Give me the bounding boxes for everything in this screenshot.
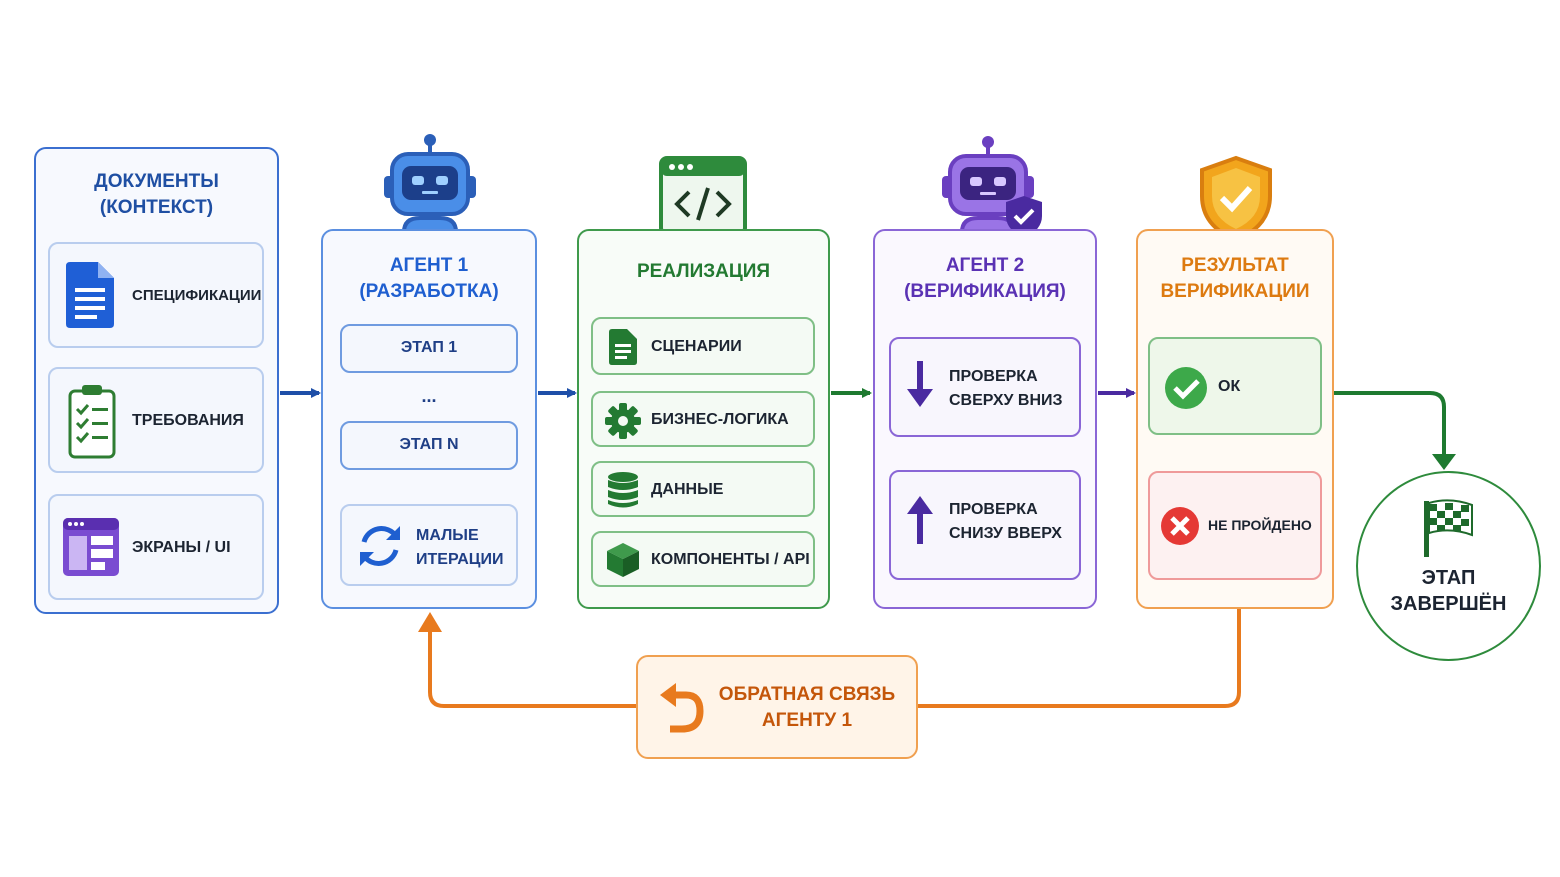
- arrow-ok-to-done: [1334, 391, 1446, 460]
- robot-shield-icon: [942, 136, 1042, 238]
- impl-item-data[interactable]: Данные: [591, 461, 815, 517]
- result-fail-label: Не пройдено: [1208, 517, 1312, 533]
- arrow-fail-to-feedback: [918, 608, 1241, 708]
- impl-item-components[interactable]: Компоненты / API: [591, 531, 815, 587]
- agent1-iterations[interactable]: Малые итерации: [340, 504, 518, 586]
- checkered-flag-icon: [1424, 499, 1473, 557]
- docs-title: Документы (контекст): [94, 171, 219, 218]
- agent2-title: Агент 2 (верификация): [904, 255, 1066, 302]
- agent2-check-bottom-up[interactable]: Проверка снизу вверх: [889, 470, 1081, 580]
- cube-icon: [607, 543, 639, 577]
- agent2-check-top-down-label: Проверка сверху вниз: [949, 368, 1063, 409]
- result-ok-label: ОК: [1218, 378, 1241, 395]
- docs-item-screens[interactable]: Экраны / UI: [48, 494, 264, 600]
- ui-window-icon: [63, 518, 119, 576]
- arrow-feedback-to-agent1: [428, 624, 636, 708]
- docs-item-requirements-label: Требования: [132, 412, 244, 429]
- result-ok[interactable]: ОК: [1148, 337, 1322, 435]
- robot-icon: [384, 134, 476, 234]
- impl-item-scenarios-label: Сценарии: [651, 338, 742, 355]
- clipboard-checklist-icon: [68, 385, 116, 459]
- agent1-stage-last-label: Этап N: [399, 436, 459, 453]
- agent2-check-top-down[interactable]: Проверка сверху вниз: [889, 337, 1081, 437]
- agent1-stage-last[interactable]: Этап N: [340, 421, 518, 470]
- document-icon: [66, 262, 114, 328]
- agent2-check-bottom-up-label: Проверка снизу вверх: [949, 501, 1062, 542]
- implementation-title: Реализация: [636, 261, 771, 282]
- undo-arrow-icon: [660, 683, 704, 733]
- result-title: Результат верификации: [1160, 255, 1310, 302]
- gear-icon: [605, 403, 641, 439]
- agent1-iterations-label: Малые итерации: [416, 527, 504, 568]
- arrow-up-icon: [907, 496, 933, 544]
- file-icon: [609, 329, 637, 365]
- docs-item-requirements[interactable]: Требования: [48, 367, 264, 473]
- agent1-stage-first[interactable]: Этап 1: [340, 324, 518, 373]
- result-fail[interactable]: Не пройдено: [1148, 471, 1322, 580]
- database-icon: [608, 472, 638, 508]
- code-window-icon: [659, 156, 747, 236]
- docs-item-specs[interactable]: Спецификации: [48, 242, 264, 348]
- stage-done-circle: Этап завершён: [1356, 471, 1541, 661]
- feedback-box[interactable]: Обратная связь агенту 1: [636, 655, 918, 759]
- impl-item-components-label: Компоненты / API: [651, 551, 810, 568]
- docs-item-screens-label: Экраны / UI: [132, 539, 231, 556]
- refresh-icon: [360, 526, 400, 566]
- impl-item-data-label: Данные: [651, 481, 724, 498]
- stage-done-label: Этап завершён: [1390, 567, 1507, 615]
- impl-item-logic[interactable]: Бизнес-логика: [591, 391, 815, 447]
- impl-item-scenarios[interactable]: Сценарии: [591, 317, 815, 375]
- arrow-down-icon: [907, 361, 933, 407]
- docs-item-specs-label: Спецификации: [132, 287, 262, 304]
- feedback-label: Обратная связь агенту 1: [718, 684, 896, 731]
- impl-item-logic-label: Бизнес-логика: [651, 411, 789, 428]
- error-circle-icon: [1161, 507, 1199, 545]
- agent1-ellipsis: ...: [421, 386, 437, 406]
- agent1-stage-first-label: Этап 1: [400, 339, 458, 356]
- check-circle-icon: [1165, 367, 1207, 409]
- agent1-title: Агент 1 (разработка): [359, 255, 499, 302]
